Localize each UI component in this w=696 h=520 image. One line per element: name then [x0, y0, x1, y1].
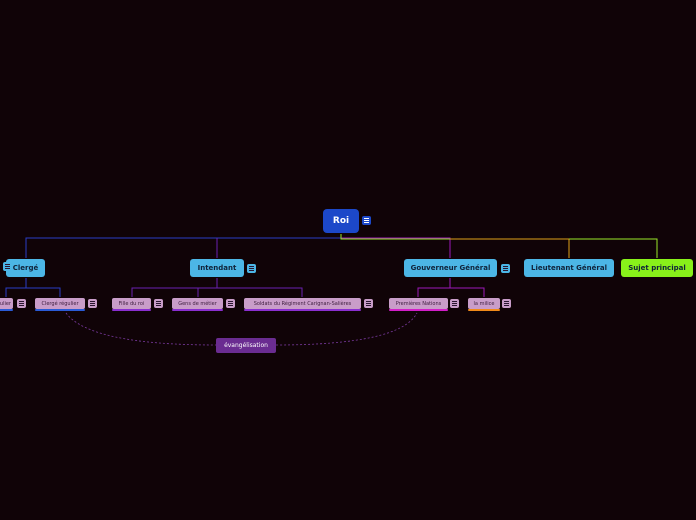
subtopic-premieres-nations-label: Premières Nations	[395, 300, 442, 307]
branch-underline	[244, 309, 361, 311]
connector-root-gouverneur	[341, 237, 451, 258]
branch-underline	[35, 309, 85, 311]
subtopic-la-milice-label: la milice	[473, 300, 495, 307]
connector-clerge-children	[5, 278, 61, 297]
floating-topic-evangelisation-label: évangélisation	[224, 342, 268, 349]
subtopic-clerge-regulier[interactable]: Clergé régulier	[35, 298, 85, 311]
notes-icon[interactable]	[362, 216, 371, 225]
subtopic-clerge-seculier-label: ulier	[0, 300, 11, 307]
notes-icon[interactable]	[450, 299, 459, 308]
branch-sujet-principal[interactable]: Sujet principal	[621, 259, 693, 277]
branch-underline	[0, 309, 13, 311]
branch-lieutenant[interactable]: Lieutenant Général	[524, 259, 614, 277]
branch-underline	[172, 309, 223, 311]
notes-icon[interactable]	[247, 264, 256, 273]
subtopic-soldats-regiment-label: Soldats du Régiment Carignan-Salières	[253, 300, 352, 307]
connector-intendant-children	[131, 278, 303, 297]
branch-lieutenant-label: Lieutenant Général	[531, 264, 607, 272]
connector-root-sujet	[569, 238, 658, 258]
connector-root-lieutenant	[450, 238, 570, 258]
relationship-evangelisation	[65, 312, 418, 346]
subtopic-filles-du-roi-label: Fille du roi	[118, 300, 145, 307]
connector-gouverneur-children	[417, 278, 485, 297]
subtopic-gens-de-metier[interactable]: Gens de métier	[172, 298, 223, 311]
notes-icon[interactable]	[3, 262, 12, 271]
notes-icon[interactable]	[17, 299, 26, 308]
branch-clerge-label: Clergé	[12, 264, 39, 272]
subtopic-clerge-seculier[interactable]: ulier	[0, 298, 13, 311]
root-topic-label: Roi	[332, 216, 350, 226]
branch-sujet-principal-label: Sujet principal	[628, 264, 686, 272]
connector-root-clerge	[25, 234, 342, 258]
subtopic-gens-de-metier-label: Gens de métier	[178, 300, 217, 307]
branch-underline	[389, 309, 448, 311]
branch-intendant[interactable]: Intendant	[190, 259, 244, 277]
subtopic-filles-du-roi[interactable]: Fille du roi	[112, 298, 151, 311]
branch-intendant-label: Intendant	[197, 264, 237, 272]
branch-underline	[112, 309, 151, 311]
subtopic-clerge-regulier-label: Clergé régulier	[41, 300, 79, 307]
subtopic-la-milice[interactable]: la milice	[468, 298, 500, 311]
connector-root-stem	[340, 234, 450, 240]
branch-gouverneur[interactable]: Gouverneur Général	[404, 259, 497, 277]
notes-icon[interactable]	[502, 299, 511, 308]
notes-icon[interactable]	[226, 299, 235, 308]
notes-icon[interactable]	[364, 299, 373, 308]
subtopic-soldats-regiment[interactable]: Soldats du Régiment Carignan-Salières	[244, 298, 361, 311]
branch-underline	[468, 309, 500, 311]
root-topic[interactable]: Roi	[323, 209, 359, 233]
branch-clerge[interactable]: Clergé	[6, 259, 45, 277]
notes-icon[interactable]	[154, 299, 163, 308]
branch-gouverneur-label: Gouverneur Général	[410, 264, 491, 272]
notes-icon[interactable]	[501, 264, 510, 273]
floating-topic-evangelisation[interactable]: évangélisation	[216, 338, 276, 353]
notes-icon[interactable]	[88, 299, 97, 308]
subtopic-premieres-nations[interactable]: Premières Nations	[389, 298, 448, 311]
